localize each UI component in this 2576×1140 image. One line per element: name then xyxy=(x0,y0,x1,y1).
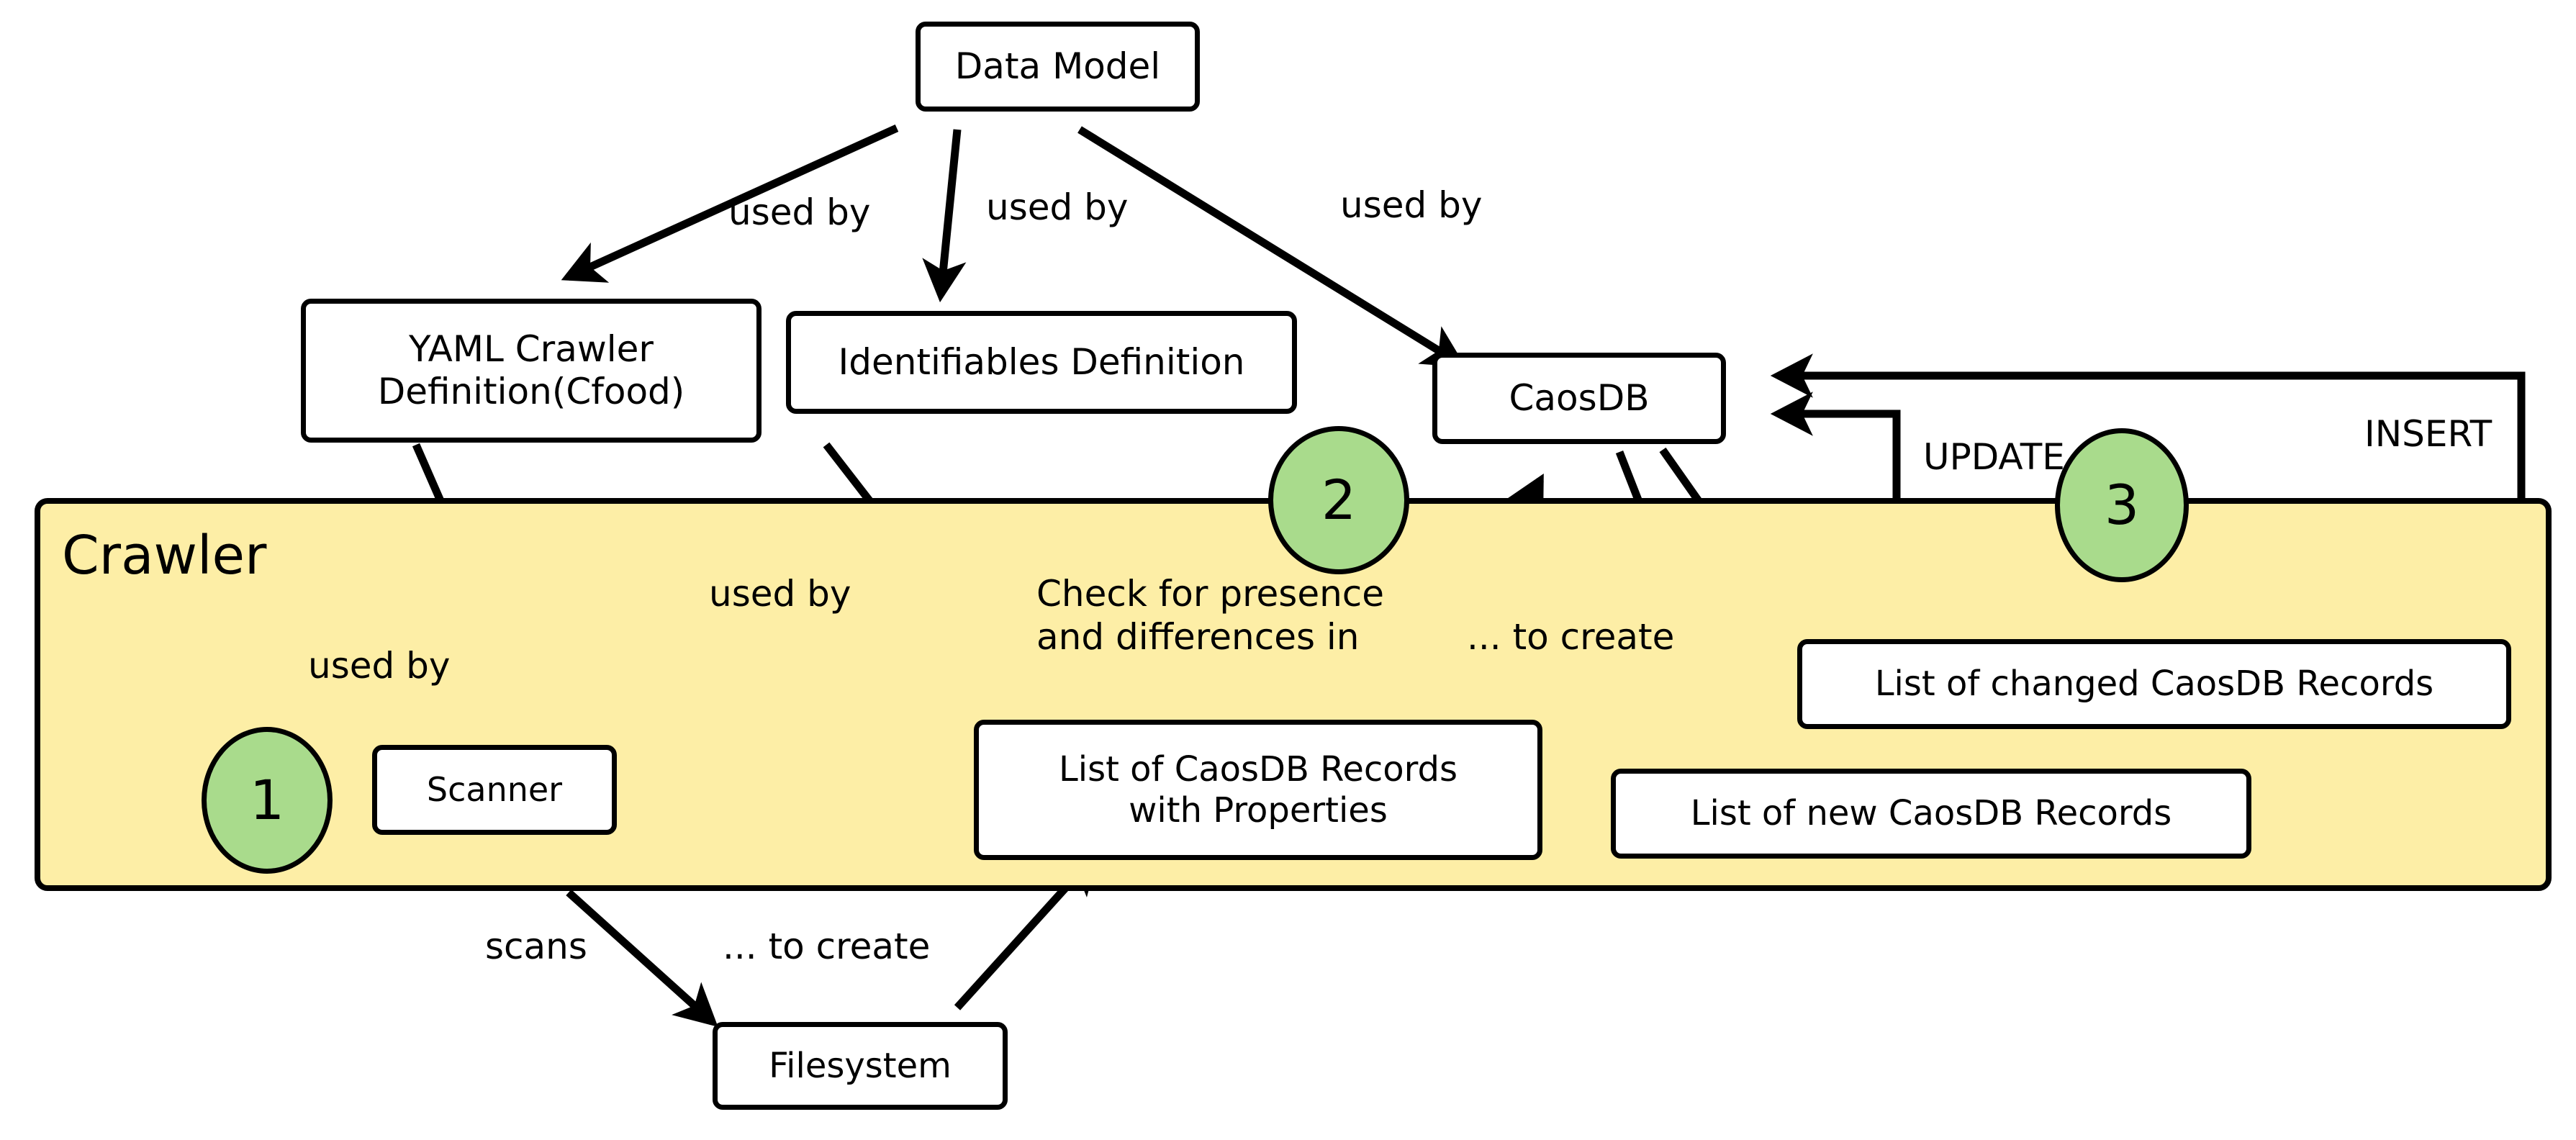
node-yaml-crawler-definition-label: YAML Crawler Definition(Cfood) xyxy=(377,328,685,412)
badge-step-2: 2 xyxy=(1268,426,1409,574)
badge-step-1-label: 1 xyxy=(249,768,285,832)
node-identifiables-definition[interactable]: Identifiables Definition xyxy=(786,311,1297,414)
badge-step-1: 1 xyxy=(202,727,333,874)
node-caosdb-label: CaosDB xyxy=(1509,377,1650,419)
edge-label-used-by-caosdb: used by xyxy=(1340,184,1483,226)
node-scanner-label: Scanner xyxy=(426,770,563,810)
edge-label-used-by-records: used by xyxy=(709,573,851,615)
edge-datamodel-to-caosdb xyxy=(1077,126,1466,368)
edge-label-check-presence: Check for presence and differences in xyxy=(1036,573,1385,658)
node-scanner[interactable]: Scanner xyxy=(372,745,617,835)
node-records-with-properties[interactable]: List of CaosDB Records with Properties xyxy=(974,720,1542,860)
node-changed-records[interactable]: List of changed CaosDB Records xyxy=(1797,639,2511,729)
node-changed-records-label: List of changed CaosDB Records xyxy=(1874,664,2434,705)
edge-label-update: UPDATE xyxy=(1923,436,2065,478)
node-filesystem-label: Filesystem xyxy=(769,1045,952,1086)
node-data-model[interactable]: Data Model xyxy=(916,22,1200,112)
node-records-with-properties-label: List of CaosDB Records with Properties xyxy=(1059,748,1458,831)
edge-label-used-by-identifiables: used by xyxy=(986,186,1129,228)
badge-step-3: 3 xyxy=(2055,428,2189,582)
node-caosdb[interactable]: CaosDB xyxy=(1432,353,1726,444)
node-new-records[interactable]: List of new CaosDB Records xyxy=(1611,769,2251,859)
edge-label-scans: scans xyxy=(485,926,587,967)
edge-datamodel-to-identifiables xyxy=(922,129,967,303)
crawler-group-title: Crawler xyxy=(62,525,267,587)
edge-label-insert: INSERT xyxy=(2364,413,2493,455)
edge-datamodel-to-yaml xyxy=(561,124,899,283)
edge-label-to-create-records: ... to create xyxy=(1467,616,1675,658)
badge-step-2-label: 2 xyxy=(1321,468,1357,532)
badge-step-3-label: 3 xyxy=(2104,473,2140,537)
edge-label-used-by-yaml: used by xyxy=(728,191,871,233)
node-identifiables-definition-label: Identifiables Definition xyxy=(838,341,1245,383)
node-yaml-crawler-definition[interactable]: YAML Crawler Definition(Cfood) xyxy=(301,299,761,443)
node-data-model-label: Data Model xyxy=(954,45,1161,87)
edge-scanner-to-filesystem xyxy=(566,889,718,1027)
node-filesystem[interactable]: Filesystem xyxy=(713,1022,1008,1110)
node-new-records-label: List of new CaosDB Records xyxy=(1690,793,2172,834)
edge-label-used-by-scanner: used by xyxy=(308,645,451,687)
edge-label-to-create-filesystem: ... to create xyxy=(723,926,931,967)
